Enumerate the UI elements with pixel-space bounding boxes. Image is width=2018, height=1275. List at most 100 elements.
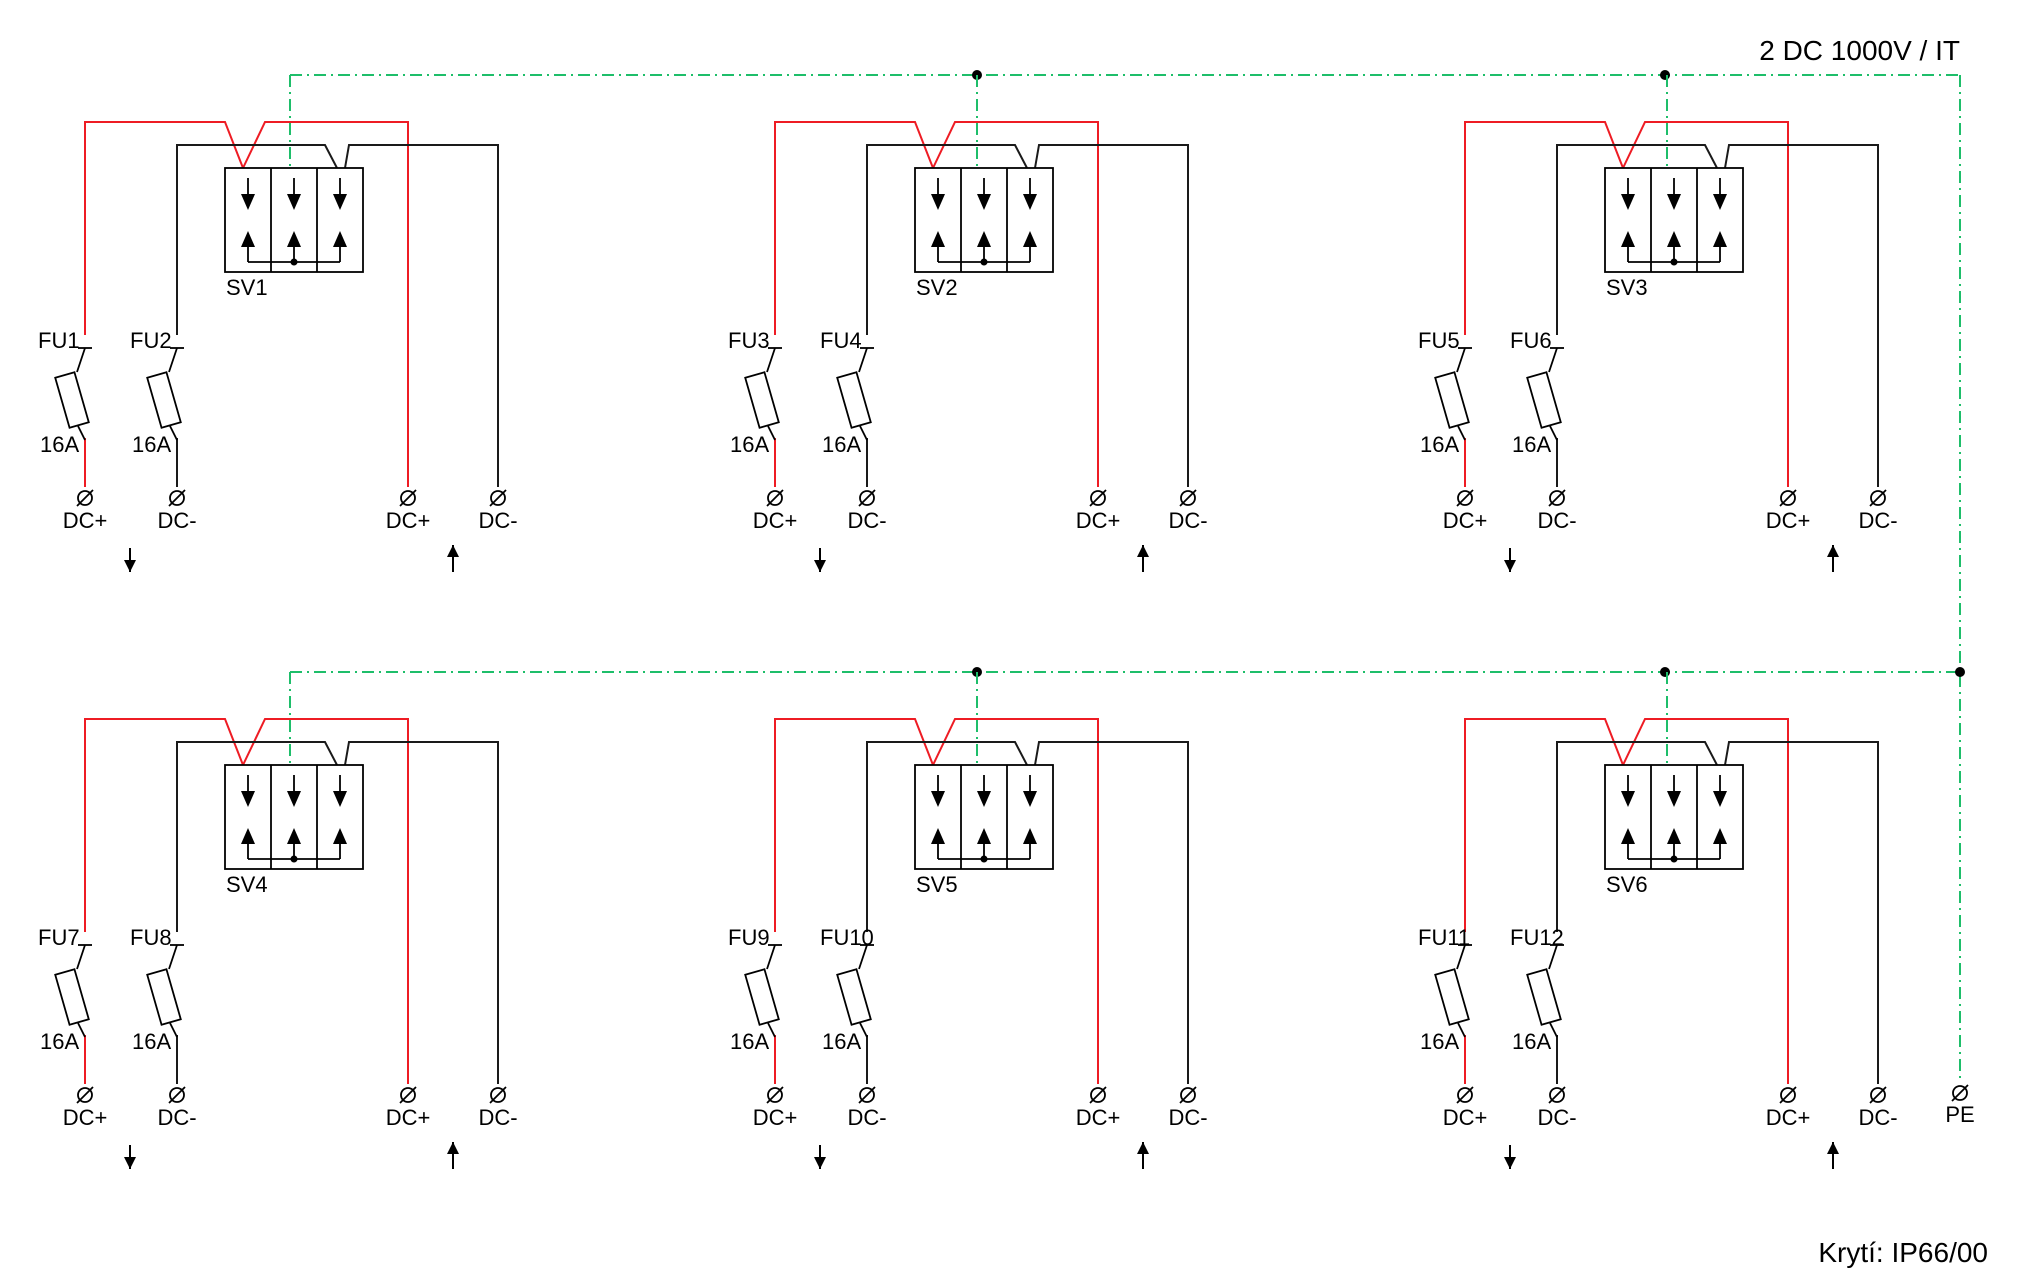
screw-terminal bbox=[1089, 489, 1107, 507]
ground-junction-dot bbox=[1660, 70, 1670, 80]
fuse-stub bbox=[168, 944, 178, 970]
fuse-rating-label: 16A bbox=[730, 432, 769, 457]
output-arrow-up-icon bbox=[1137, 1142, 1149, 1169]
screw-terminal bbox=[858, 1086, 876, 1104]
varistor-arrow-down-icon bbox=[241, 194, 255, 210]
varistor-arrow-up-icon bbox=[1023, 231, 1037, 247]
screw-terminal bbox=[399, 489, 417, 507]
fuse-label: FU9 bbox=[728, 925, 770, 950]
screw-terminal bbox=[168, 1086, 186, 1104]
screw-terminal bbox=[1456, 1086, 1474, 1104]
fuse-label: FU8 bbox=[130, 925, 172, 950]
input-positive-label: DC+ bbox=[1443, 1105, 1488, 1130]
fuse-label: FU10 bbox=[820, 925, 874, 950]
screw-terminal bbox=[1779, 1086, 1797, 1104]
input-arrow-down-icon bbox=[814, 548, 826, 572]
input-negative-label: DC- bbox=[1537, 1105, 1576, 1130]
fuse-rating-label: 16A bbox=[40, 432, 79, 457]
negative-wire bbox=[1556, 144, 1879, 487]
varistor-arrow-down-icon bbox=[977, 791, 991, 807]
input-negative-label: DC- bbox=[1537, 508, 1576, 533]
varistor-arrow-up-icon bbox=[1023, 828, 1037, 844]
fuse-stub bbox=[169, 425, 178, 441]
varistor-arrow-up-icon bbox=[1621, 828, 1635, 844]
fuse-icon bbox=[836, 968, 872, 1026]
fuse-icon bbox=[54, 968, 90, 1026]
varistor-arrow-up-icon bbox=[333, 828, 347, 844]
output-negative-label: DC- bbox=[1858, 1105, 1897, 1130]
fuse-stub bbox=[859, 425, 868, 441]
varistor-arrow-up-icon bbox=[333, 231, 347, 247]
surge-protector-label: SV2 bbox=[916, 275, 958, 300]
output-positive-label: DC+ bbox=[1766, 508, 1811, 533]
fuse-rating-label: 16A bbox=[1512, 1029, 1551, 1054]
fuse-stub bbox=[766, 347, 776, 373]
fuse-label: FU11 bbox=[1418, 925, 1470, 950]
varistor-arrow-up-icon bbox=[1713, 828, 1727, 844]
input-negative-label: DC- bbox=[157, 508, 196, 533]
fuse-icon bbox=[1434, 371, 1470, 429]
varistor-arrow-down-icon bbox=[1713, 194, 1727, 210]
varistor-arrow-down-icon bbox=[1023, 791, 1037, 807]
varistor-arrow-down-icon bbox=[1667, 194, 1681, 210]
fuse-stub bbox=[767, 425, 776, 441]
system-label: 2 DC 1000V / IT bbox=[1759, 35, 1960, 66]
input-arrow-down-icon bbox=[124, 548, 136, 572]
varistor-arrow-up-icon bbox=[1621, 231, 1635, 247]
fuse-rating-label: 16A bbox=[822, 1029, 861, 1054]
output-positive-label: DC+ bbox=[1766, 1105, 1811, 1130]
fuse-rating-label: 16A bbox=[1420, 432, 1459, 457]
input-positive-label: DC+ bbox=[63, 508, 108, 533]
fuse-stub bbox=[1457, 425, 1466, 441]
fuse-label: FU4 bbox=[820, 328, 862, 353]
surge-protector-label: SV3 bbox=[1606, 275, 1648, 300]
varistor-arrow-up-icon bbox=[1667, 231, 1681, 247]
protection-label: Krytí: IP66/00 bbox=[1818, 1237, 1988, 1268]
fuse-label: FU7 bbox=[38, 925, 80, 950]
surge-protector bbox=[1604, 167, 1744, 273]
fuse-rating-label: 16A bbox=[132, 432, 171, 457]
screw-terminal bbox=[1548, 489, 1566, 507]
screw-terminal bbox=[1179, 1086, 1197, 1104]
output-arrow-up-icon bbox=[1827, 1142, 1839, 1169]
varistor-arrow-down-icon bbox=[333, 791, 347, 807]
varistor-arrow-up-icon bbox=[287, 828, 301, 844]
varistor-arrow-down-icon bbox=[287, 791, 301, 807]
negative-wire bbox=[176, 741, 499, 1084]
output-negative-label: DC- bbox=[1858, 508, 1897, 533]
pe-terminal: PE bbox=[1945, 1084, 1975, 1127]
fuse-stub bbox=[168, 347, 178, 373]
fuse-stub bbox=[1457, 1022, 1466, 1038]
output-arrow-up-icon bbox=[447, 1142, 459, 1169]
fuse-stub bbox=[1456, 944, 1466, 970]
input-negative-label: DC- bbox=[847, 1105, 886, 1130]
surge-protector bbox=[1604, 764, 1744, 870]
input-positive-label: DC+ bbox=[753, 508, 798, 533]
input-positive-label: DC+ bbox=[1443, 508, 1488, 533]
fuse-stub bbox=[1549, 425, 1558, 441]
fuse-icon bbox=[1526, 371, 1562, 429]
screw-terminal bbox=[489, 489, 507, 507]
surge-protector bbox=[224, 764, 364, 870]
surge-protector-label: SV6 bbox=[1606, 872, 1648, 897]
fuse-label: FU1 bbox=[38, 328, 80, 353]
output-arrow-up-icon bbox=[1827, 545, 1839, 572]
fuse-rating-label: 16A bbox=[822, 432, 861, 457]
fuse-icon bbox=[146, 371, 182, 429]
screw-terminal bbox=[76, 489, 94, 507]
fuse-label: FU3 bbox=[728, 328, 770, 353]
fuse-rating-label: 16A bbox=[40, 1029, 79, 1054]
varistor-arrow-down-icon bbox=[1713, 791, 1727, 807]
negative-wire bbox=[866, 144, 1189, 487]
varistor-arrow-up-icon bbox=[1713, 231, 1727, 247]
fuse-stub bbox=[169, 1022, 178, 1038]
output-positive-label: DC+ bbox=[1076, 1105, 1121, 1130]
negative-wire bbox=[176, 144, 499, 487]
fuse-icon bbox=[744, 968, 780, 1026]
